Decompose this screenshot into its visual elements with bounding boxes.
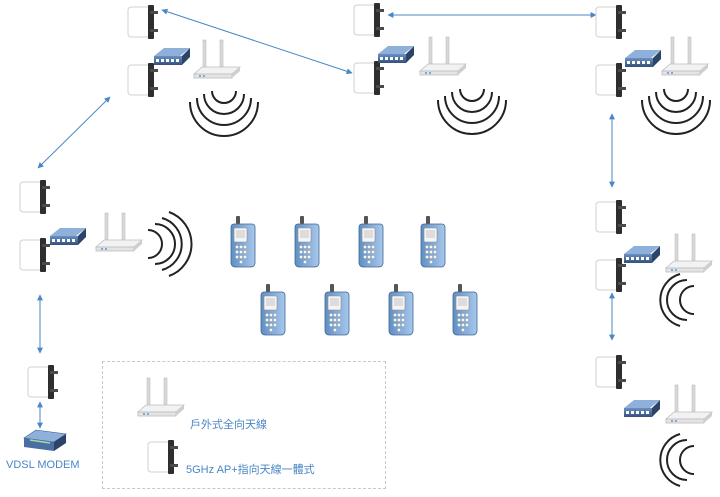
- node-bottom-right: [595, 354, 713, 487]
- panel-antenna-icon: [595, 4, 627, 40]
- wifi-router-icon: [419, 36, 467, 76]
- mobile-phone-icon: [388, 283, 414, 336]
- panel-antenna-icon: [595, 354, 627, 390]
- mobile-phone-icon: [452, 283, 478, 336]
- wifi-wave-icon: [659, 433, 695, 487]
- node-top-center: [353, 2, 507, 135]
- wifi-wave-icon: [641, 88, 711, 135]
- panel-antenna-icon: [127, 62, 159, 98]
- panel-antenna-icon: [595, 257, 627, 293]
- network-switch-icon: [624, 400, 660, 417]
- modem-label: VDSL MODEM: [6, 459, 80, 471]
- mobile-phone-icon: [230, 215, 256, 268]
- mobile-phone-icon: [294, 215, 320, 268]
- panel-antenna-icon: [595, 199, 627, 235]
- panel-antenna-icon: [353, 2, 385, 38]
- panel-antenna-icon: [19, 179, 51, 215]
- wifi-router-icon: [661, 36, 709, 76]
- network-switch-icon: [625, 50, 661, 67]
- node-top-left: [127, 4, 259, 137]
- node-top-right: [595, 4, 711, 135]
- panel-antenna-icon: [353, 60, 385, 96]
- wifi-router-icon: [665, 384, 713, 424]
- panel-antenna-icon: [27, 364, 59, 400]
- panel-antenna-icon: [19, 237, 51, 273]
- network-switch-icon: [378, 46, 414, 63]
- client-devices: [230, 215, 478, 336]
- node-mid-right: [595, 199, 713, 327]
- wifi-router-icon: [193, 39, 241, 79]
- legend-box: [102, 361, 386, 489]
- mobile-phone-icon: [324, 283, 350, 336]
- link-arrow: [161, 8, 353, 75]
- mobile-phone-icon: [260, 283, 286, 336]
- panel-antenna-icon: [595, 62, 627, 98]
- node-modem: [23, 364, 67, 451]
- network-switch-icon: [50, 228, 86, 245]
- wifi-router-icon: [95, 212, 143, 252]
- wifi-wave-icon: [189, 90, 259, 137]
- wifi-wave-icon: [659, 273, 695, 327]
- network-switch-icon: [624, 246, 660, 263]
- wifi-wave-icon: [147, 211, 193, 277]
- mobile-phone-icon: [420, 215, 446, 268]
- mobile-phone-icon: [358, 215, 384, 268]
- wifi-router-icon: [665, 233, 713, 273]
- vdsl-modem-icon: [23, 429, 67, 451]
- panel-antenna-icon: [127, 4, 159, 40]
- wifi-wave-icon: [437, 88, 507, 135]
- legend-label-ap-panel: 5GHz AP+指向天線一體式: [186, 464, 315, 476]
- node-mid-left: [19, 179, 193, 277]
- link-arrow: [37, 96, 111, 169]
- legend-label-omni-antenna: 戶外式全向天線: [190, 419, 267, 431]
- network-switch-icon: [154, 48, 190, 65]
